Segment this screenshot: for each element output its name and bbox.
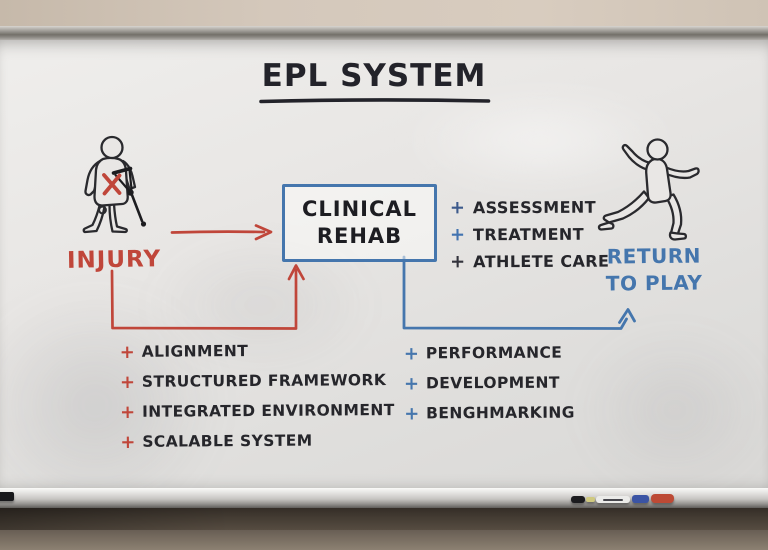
plus-icon: + bbox=[449, 197, 466, 219]
tray-shadow bbox=[0, 508, 768, 530]
title-underline bbox=[259, 98, 491, 104]
foundation-points-list: + ALIGNMENT + STRUCTURED FRAMEWORK + INT… bbox=[120, 335, 395, 457]
plus-icon: + bbox=[120, 401, 136, 423]
black-marker-left-edge bbox=[0, 492, 14, 501]
plus-icon: + bbox=[119, 371, 136, 393]
injury-x-icon bbox=[102, 173, 122, 196]
list-item-label: DEVELOPMENT bbox=[425, 373, 560, 393]
plus-icon: + bbox=[450, 251, 466, 273]
whiteboard-top-rail bbox=[0, 26, 768, 40]
whiteboard-marker-tray bbox=[0, 488, 768, 508]
wall-above-board bbox=[0, 0, 768, 26]
rehab-to-return-arrow bbox=[402, 255, 636, 330]
board-smudge bbox=[580, 330, 768, 490]
plus-icon: + bbox=[403, 372, 420, 394]
list-item: + STRUCTURED FRAMEWORK bbox=[120, 365, 395, 397]
injury-node-label: INJURY bbox=[66, 246, 162, 274]
list-item-label: BENGHMARKING bbox=[426, 403, 575, 423]
list-item-label: ASSESSMENT bbox=[472, 197, 597, 218]
running-person-figure bbox=[597, 138, 700, 241]
return-to-play-node-label: RETURN TO PLAY bbox=[601, 242, 708, 297]
blue-marker bbox=[632, 495, 649, 503]
board-highlight bbox=[400, 90, 680, 190]
outcome-points-list: + PERFORMANCE + DEVELOPMENT + BENGHMARKI… bbox=[404, 338, 575, 429]
wall-below-board bbox=[0, 530, 768, 550]
rehab-points-list: + ASSESSMENT + TREATMENT + ATHLETE CARE bbox=[450, 194, 610, 276]
list-item-label: SCALABLE SYSTEM bbox=[142, 431, 313, 451]
list-item-label: PERFORMANCE bbox=[425, 343, 563, 363]
list-item: + TREATMENT bbox=[450, 221, 609, 249]
list-item-label: STRUCTURED FRAMEWORK bbox=[141, 371, 387, 391]
plus-icon: + bbox=[403, 342, 419, 364]
list-item: + ALIGNMENT bbox=[120, 335, 395, 367]
white-marker-print bbox=[602, 498, 624, 501]
plus-icon: + bbox=[404, 402, 420, 424]
rehab-label-line1: CLINICAL bbox=[301, 197, 418, 221]
plus-icon: + bbox=[120, 431, 136, 453]
list-item: + SCALABLE SYSTEM bbox=[120, 425, 395, 457]
list-item: + BENGHMARKING bbox=[404, 398, 575, 429]
injury-loop-arrow bbox=[110, 264, 305, 330]
injured-person-figure bbox=[82, 135, 137, 234]
red-marker bbox=[651, 494, 674, 503]
list-item-label: ATHLETE CARE bbox=[473, 251, 610, 272]
return-label-line1: RETURN bbox=[606, 243, 702, 269]
list-item: + ASSESSMENT bbox=[450, 194, 609, 222]
crutch-icon bbox=[111, 166, 147, 227]
whiteboard-surface bbox=[0, 40, 768, 520]
plus-icon: + bbox=[119, 341, 135, 363]
yellow-marker-piece bbox=[586, 497, 595, 502]
clinical-rehab-node: CLINICAL REHAB bbox=[282, 184, 437, 262]
list-item: + DEVELOPMENT bbox=[404, 368, 575, 399]
list-item: + ATHLETE CARE bbox=[450, 248, 609, 276]
plus-icon: + bbox=[449, 224, 466, 246]
return-label-line2: TO PLAY bbox=[605, 270, 703, 296]
list-item: + INTEGRATED ENVIRONMENT bbox=[120, 395, 395, 427]
list-item: + PERFORMANCE bbox=[404, 338, 575, 369]
list-item-label: ALIGNMENT bbox=[141, 342, 249, 361]
rehab-label-line2: REHAB bbox=[316, 224, 403, 248]
injury-to-rehab-arrow bbox=[170, 224, 273, 241]
list-item-label: INTEGRATED ENVIRONMENT bbox=[142, 401, 395, 421]
list-item-label: TREATMENT bbox=[472, 224, 585, 245]
black-cap-marker bbox=[571, 496, 585, 503]
board-title: EPL SYSTEM bbox=[261, 58, 487, 94]
white-marker bbox=[596, 496, 630, 503]
